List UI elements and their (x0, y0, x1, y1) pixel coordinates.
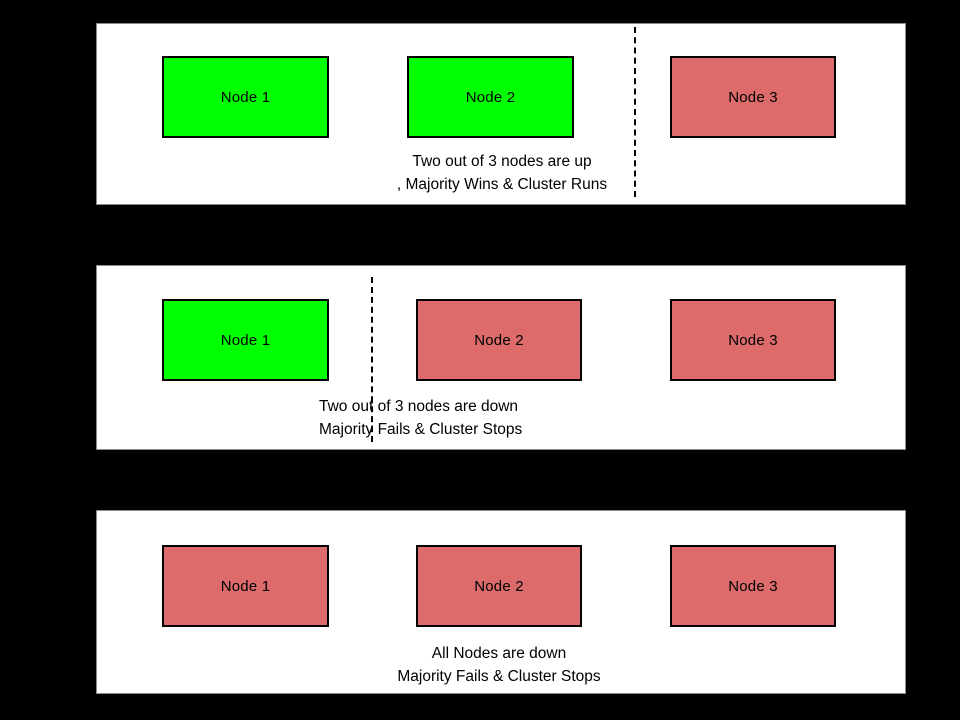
node-box-2-3[interactable]: Node 3 (670, 299, 836, 381)
node-box-1-3[interactable]: Node 3 (670, 56, 836, 138)
node-label: Node 1 (220, 88, 271, 106)
node-box-1-1[interactable]: Node 1 (162, 56, 329, 138)
node-box-2-2[interactable]: Node 2 (416, 299, 582, 381)
quorum-divider-line (634, 27, 636, 197)
quorum-divider-line (371, 277, 373, 442)
node-label: Node 3 (728, 577, 778, 595)
caption-line-1: All Nodes are down (431, 645, 567, 662)
caption-line-1: Two out of 3 nodes are up (412, 153, 592, 170)
node-box-3-1[interactable]: Node 1 (162, 545, 329, 627)
node-label: Node 2 (465, 88, 516, 106)
scenario-panel-all-down: Node 1 Node 2 Node 3 All Nodes are down … (96, 510, 906, 694)
caption-line-2: , Majority Wins & Cluster Runs (396, 176, 608, 193)
caption-line-2: Majority Fails & Cluster Stops (397, 668, 601, 685)
node-label: Node 2 (474, 331, 524, 349)
scenario-panel-majority-wins: Node 1 Node 2 Node 3 Two out of 3 nodes … (96, 23, 906, 205)
node-label: Node 1 (220, 331, 271, 349)
caption-line-2: Majority Fails & Cluster Stops (319, 421, 523, 438)
node-label: Node 3 (728, 88, 778, 106)
node-label: Node 3 (728, 331, 778, 349)
panel-caption: All Nodes are down Majority Fails & Clus… (339, 642, 659, 688)
panel-caption: Two out of 3 nodes are down Majority Fai… (319, 395, 679, 441)
caption-line-1: Two out of 3 nodes are down (319, 398, 519, 415)
node-box-3-2[interactable]: Node 2 (416, 545, 582, 627)
node-box-1-2[interactable]: Node 2 (407, 56, 574, 138)
node-label: Node 1 (220, 577, 271, 595)
panel-caption: Two out of 3 nodes are up , Majority Win… (342, 150, 662, 196)
node-box-3-3[interactable]: Node 3 (670, 545, 836, 627)
scenario-panel-majority-fails-two-down: Node 1 Node 2 Node 3 Two out of 3 nodes … (96, 265, 906, 450)
node-label: Node 2 (474, 577, 524, 595)
node-box-2-1[interactable]: Node 1 (162, 299, 329, 381)
